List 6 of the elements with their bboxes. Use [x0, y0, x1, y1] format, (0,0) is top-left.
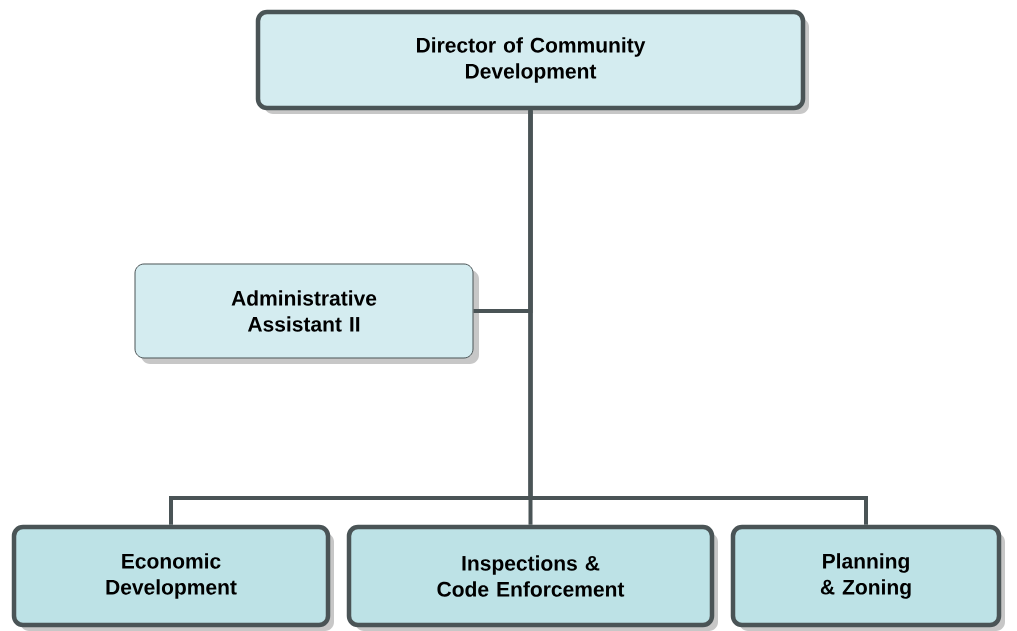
- org-box: Inspections & Code Enforcement: [346, 524, 718, 631]
- connector-line: [528, 110, 868, 525]
- org-box: Economic Development: [11, 524, 334, 631]
- org-box: Director of Community Development: [255, 9, 809, 114]
- org-box: Planning & Zoning: [730, 524, 1005, 631]
- org-box: Administrative Assistant II: [134, 263, 479, 364]
